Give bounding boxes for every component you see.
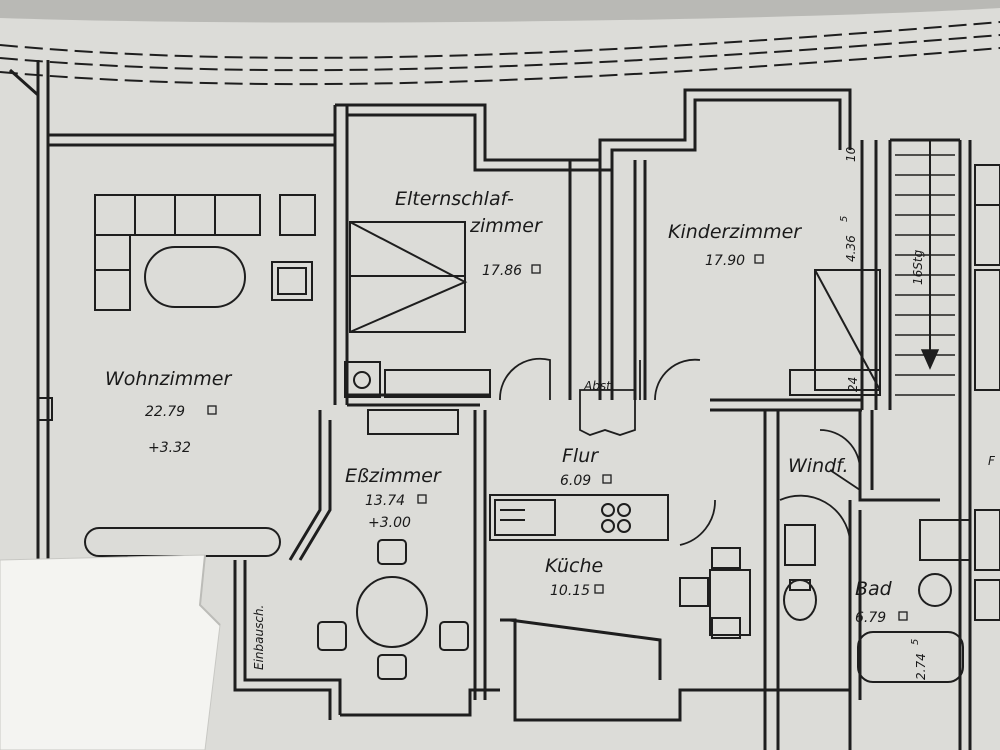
- area-wohnzimmer: 22.79: [145, 404, 185, 420]
- paper-note: [0, 554, 221, 750]
- dim-kinder-width: 4.36: [844, 235, 858, 262]
- area-flur: 6.09: [560, 473, 591, 489]
- paper-top-edge: [0, 0, 1000, 23]
- staircase: [895, 140, 955, 396]
- dim-bad-width-sup: 5: [910, 639, 921, 645]
- dim-wall-24: 24: [846, 377, 860, 392]
- extra-esszimmer: +3.00: [368, 515, 411, 531]
- area-kinderzimmer: 17.90: [705, 253, 745, 269]
- label-wohnzimmer: Wohnzimmer: [105, 368, 232, 390]
- bath-fixtures: [783, 519, 971, 683]
- label-windfang: Windf.: [788, 455, 849, 477]
- extra-wohnzimmer: +3.32: [148, 440, 191, 456]
- living-room-furniture: [37, 194, 316, 557]
- label-elternschlafzimmer-1: Elternschlaf-: [395, 188, 514, 210]
- label-flur: Flur: [562, 445, 599, 467]
- area-unit-box: [417, 494, 427, 504]
- area-unit-box: [594, 584, 604, 594]
- kinder-bed: [789, 269, 881, 396]
- area-unit-box: [754, 254, 764, 264]
- area-kueche: 10.15: [550, 583, 590, 599]
- kitchen-table: [679, 547, 751, 639]
- kitchen-counter: [489, 494, 669, 541]
- edge-label-f: F: [988, 454, 996, 468]
- parents-bed: [344, 221, 491, 435]
- area-unit-box: [531, 264, 541, 274]
- label-bad: Bad: [855, 578, 893, 600]
- dim-wall-10: 10: [844, 146, 858, 162]
- dim-bad-width: 2.74: [914, 653, 928, 680]
- area-unit-box: [602, 474, 612, 484]
- area-bad: 6.79: [855, 610, 886, 626]
- label-elternschlafzimmer-2: zimmer: [469, 215, 543, 237]
- label-kinderzimmer: Kinderzimmer: [668, 221, 802, 243]
- right-edge-fixtures: [974, 164, 1000, 621]
- label-abstellraum: Abst.: [583, 379, 615, 393]
- dim-kinder-width-sup: 5: [839, 216, 850, 222]
- area-elternschlafzimmer: 17.86: [482, 263, 522, 279]
- area-unit-box: [207, 405, 217, 415]
- area-esszimmer: 13.74: [365, 493, 405, 509]
- doors: [499, 357, 861, 546]
- label-esszimmer: Eßzimmer: [345, 465, 442, 487]
- label-kueche: Küche: [545, 555, 603, 577]
- stairs-label: 16Stg: [911, 249, 925, 285]
- dining-set: [317, 539, 469, 680]
- label-einbauschrank: Einbausch.: [252, 605, 266, 670]
- area-unit-box: [898, 611, 908, 621]
- roof-dashed-lines: [0, 21, 1000, 86]
- paper-note-fold: [198, 554, 221, 626]
